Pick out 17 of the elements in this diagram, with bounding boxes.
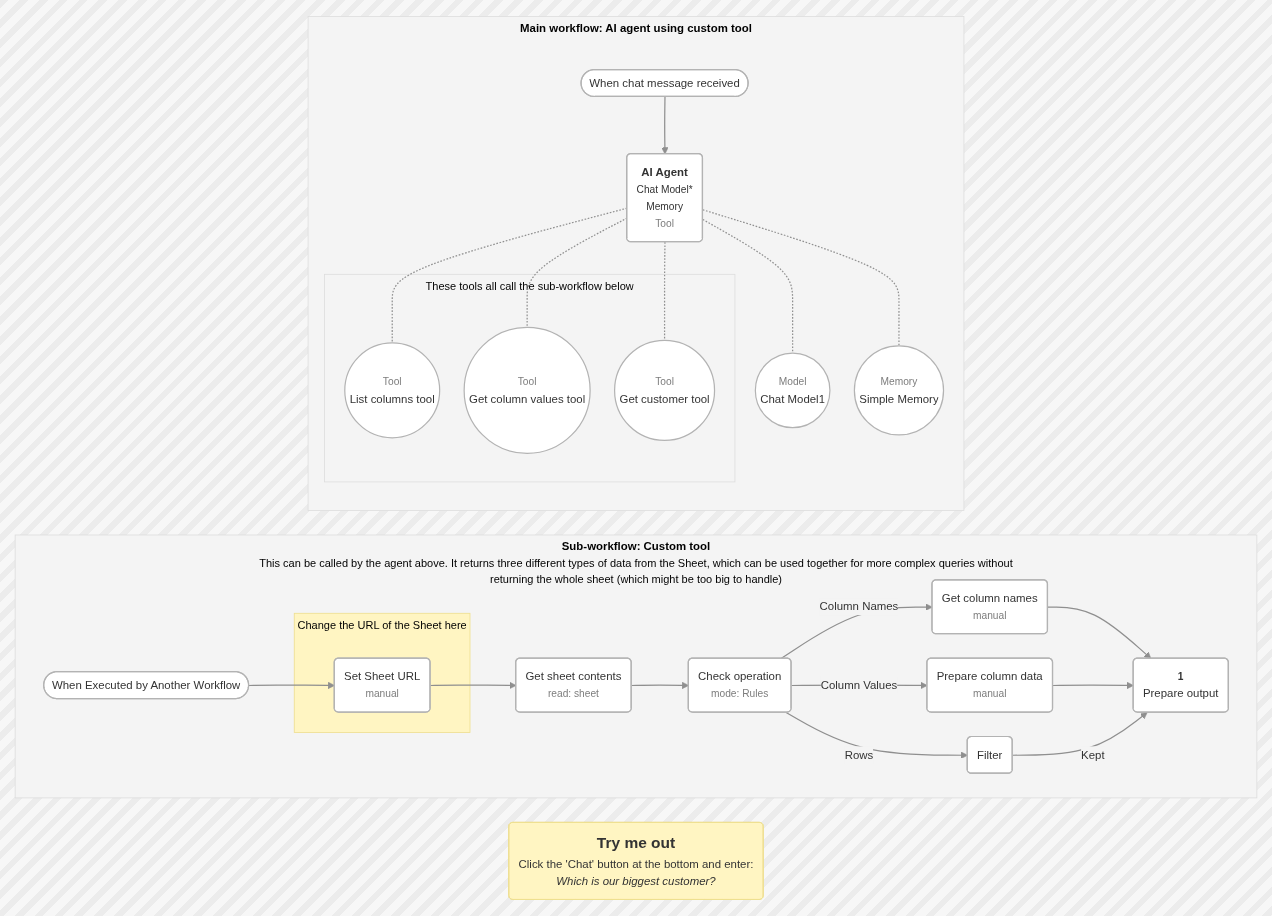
node-circle: Tool Get column values tool bbox=[463, 326, 591, 454]
arrow bbox=[1047, 606, 1152, 659]
node-circle: Model Chat Model1 bbox=[754, 352, 831, 429]
node-circle: Memory Simple Memory bbox=[853, 345, 945, 436]
arrow bbox=[248, 681, 335, 689]
connector bbox=[663, 241, 666, 342]
edge-label: Column Names bbox=[819, 599, 899, 613]
arrow bbox=[1052, 681, 1134, 689]
arrow bbox=[1012, 712, 1148, 756]
connector bbox=[702, 218, 794, 354]
edge-label: Kept bbox=[1081, 747, 1105, 761]
edge-label: Rows bbox=[844, 747, 874, 761]
arrow bbox=[785, 711, 968, 759]
node-circle: Tool Get customer tool bbox=[614, 339, 716, 441]
node-circle: Tool List columns tool bbox=[344, 342, 441, 439]
edge-label: Column Values bbox=[820, 678, 898, 692]
arrow bbox=[661, 96, 669, 155]
